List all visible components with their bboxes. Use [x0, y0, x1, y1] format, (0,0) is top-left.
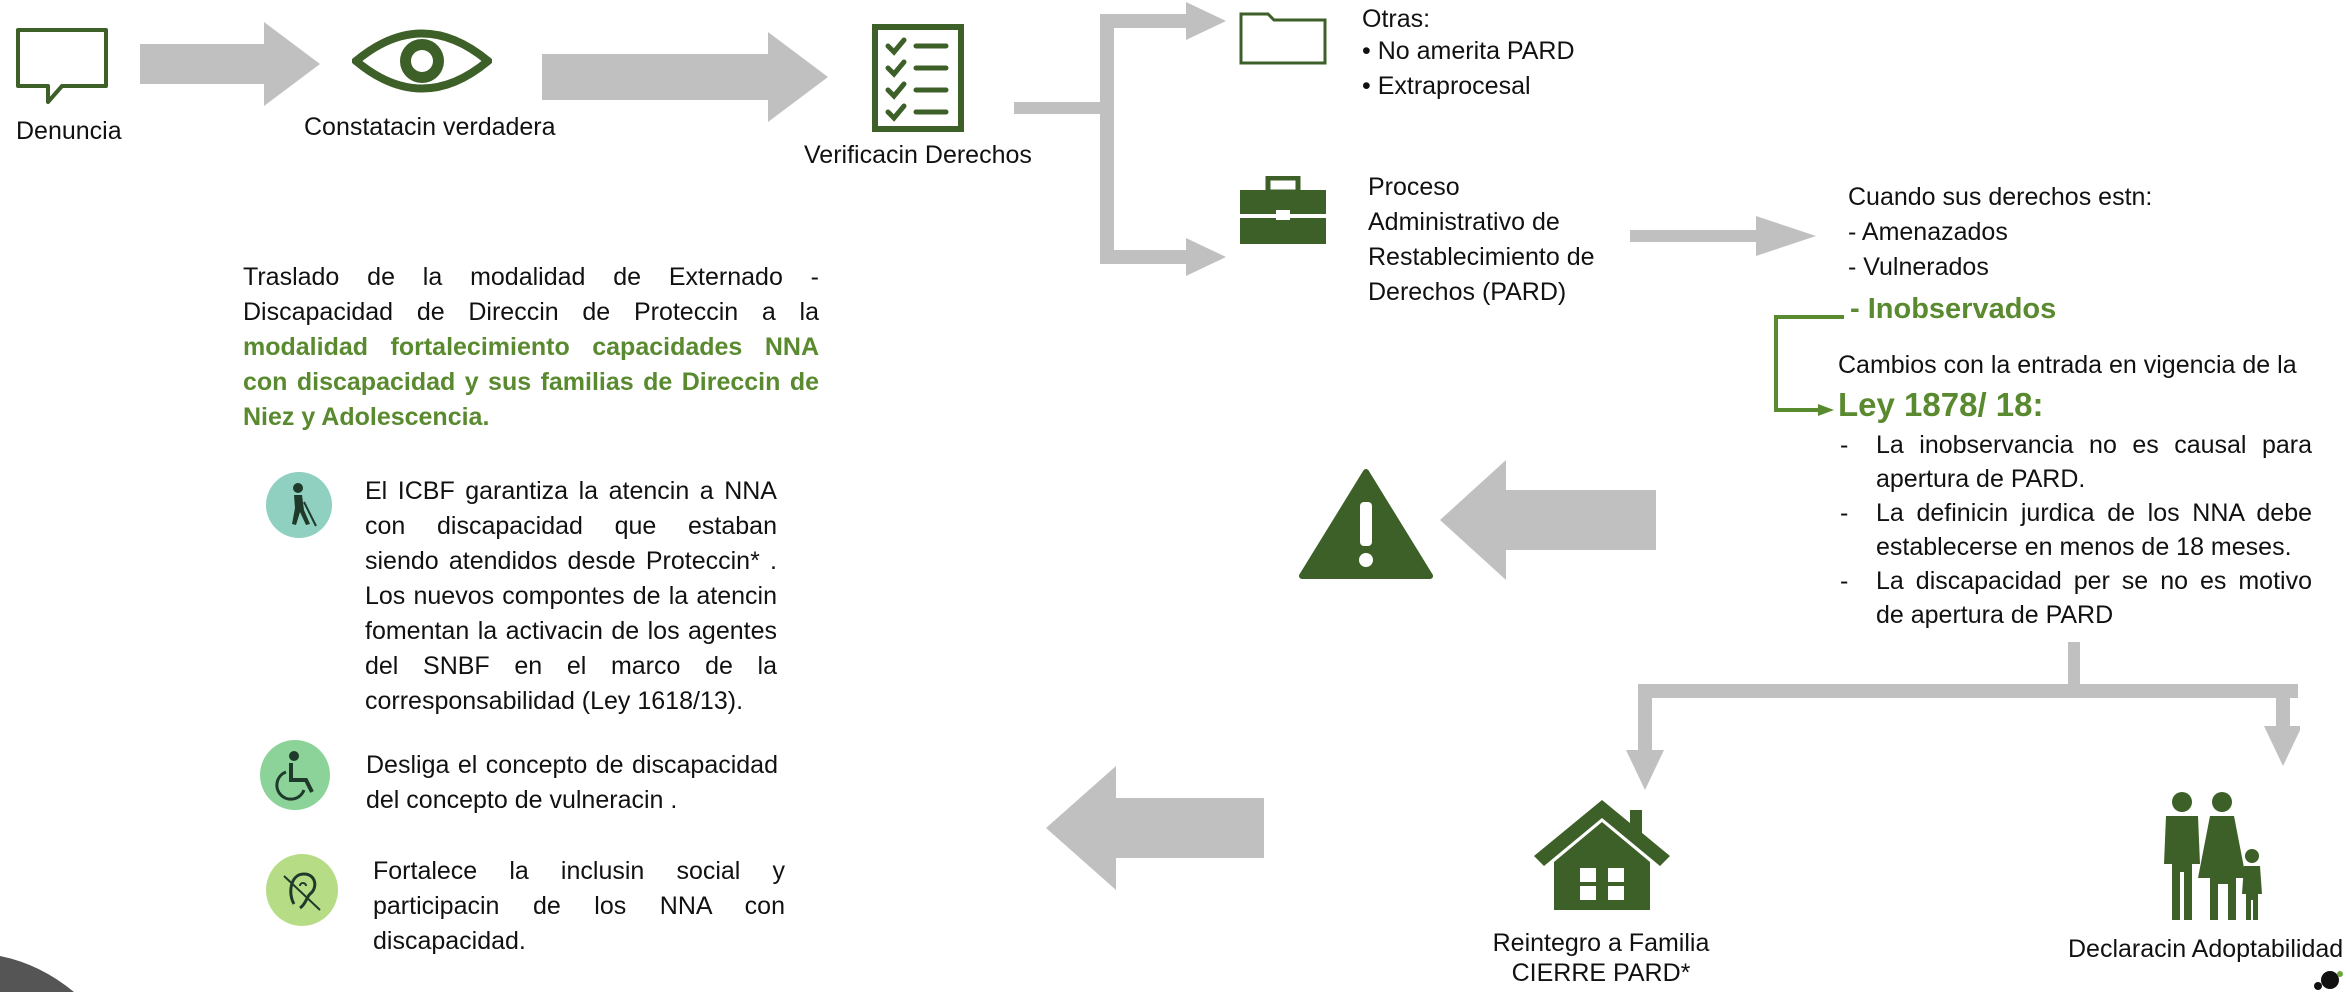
- ley-item: La definicin jurdica de los NNA debe est…: [1876, 499, 2312, 561]
- traslado-text: Traslado de la modalidad de Externado - …: [243, 263, 819, 326]
- checklist-icon: [872, 24, 964, 132]
- ley-item: La discapacidad per se no es motivo de a…: [1876, 567, 2312, 629]
- derechos-item: - Amenazados: [1848, 218, 2008, 246]
- inobservados-label: - Inobservados: [1850, 293, 2057, 325]
- flow-arrow: [1630, 216, 1816, 256]
- traslado-highlight: modalidad fortalecimiento capacidades NN…: [243, 333, 819, 431]
- ley-title: Ley 1878/ 18:: [1838, 386, 2044, 423]
- ley-list: -La inobservancia no es causal para aper…: [1840, 428, 2312, 632]
- constatacion-label: Constatacin verdadera: [304, 113, 556, 141]
- otras-item-2: Extraprocesal: [1377, 72, 1531, 100]
- ley-item: La inobservancia no es causal para apert…: [1876, 431, 2312, 493]
- reintegro-line: Reintegro a Familia: [1492, 929, 1710, 957]
- list-item: -La definicin jurdica de los NNA debe es…: [1840, 496, 2312, 564]
- list-item: • No amerita PARD: [1362, 37, 1575, 65]
- flow-arrow: [542, 32, 828, 122]
- point-text: Fortalece la inclusin social y participa…: [373, 857, 785, 955]
- flow-arrow-left: [1440, 460, 1656, 580]
- briefcase-icon: [1238, 176, 1328, 246]
- hearing-icon: [266, 854, 338, 926]
- pard-label: Proceso Administrativo de Restablecimien…: [1368, 170, 1595, 310]
- family-icon: [2156, 792, 2268, 922]
- otras-item-1: No amerita PARD: [1377, 37, 1575, 65]
- list-item: • Extraprocesal: [1362, 72, 1531, 100]
- branch-arrow: [1014, 0, 1234, 280]
- derechos-item: - Vulnerados: [1848, 253, 1989, 281]
- denuncia-label: Denuncia: [16, 117, 122, 145]
- otras-title: Otras:: [1362, 5, 1431, 33]
- derechos-intro: Cuando sus derechos estn:: [1848, 183, 2153, 211]
- derechos-block: Cuando sus derechos estn: - Amenazados -…: [1848, 180, 2152, 285]
- verificacion-label: Verificacin Derechos: [804, 141, 1032, 169]
- pard-line: Administrativo de: [1368, 208, 1560, 236]
- folder-icon: [1238, 8, 1328, 66]
- otras-block: Otras: • No amerita PARD • Extraprocesal: [1362, 4, 1575, 104]
- pard-line: Proceso: [1368, 173, 1460, 201]
- blind-person-icon: [266, 472, 332, 538]
- wheelchair-icon: [260, 740, 330, 810]
- pard-line: Derechos (PARD): [1368, 278, 1567, 306]
- flow-arrow: [140, 22, 320, 106]
- flow-arrow-left: [1046, 766, 1264, 890]
- pard-line: Restablecimiento de: [1368, 243, 1595, 271]
- warning-icon: [1298, 468, 1434, 580]
- ley-intro: Cambios con la entrada en vigencia de la: [1838, 351, 2297, 379]
- split-arrow: [1620, 640, 2300, 800]
- reintegro-label: Reintegro a Familia CIERRE PARD*: [1470, 928, 1732, 988]
- speech-bubble-icon: [14, 26, 110, 106]
- decorative-corner: [0, 946, 80, 992]
- bracket-arrow: [1772, 306, 1848, 416]
- point-text: Desliga el concepto de discapacidad del …: [366, 751, 778, 814]
- house-icon: [1530, 796, 1674, 912]
- logo-fragment: [2300, 966, 2346, 992]
- cierre-pard-line: CIERRE PARD*: [1511, 959, 1691, 987]
- list-item: -La discapacidad per se no es motivo de …: [1840, 564, 2312, 632]
- eye-icon: [352, 28, 492, 94]
- adoptabilidad-label: Declaracin Adoptabilidad: [2068, 935, 2344, 963]
- point-text: El ICBF garantiza la atencin a NNA con d…: [365, 477, 777, 715]
- list-item: -La inobservancia no es causal para aper…: [1840, 428, 2312, 496]
- traslado-paragraph: Traslado de la modalidad de Externado - …: [243, 260, 819, 435]
